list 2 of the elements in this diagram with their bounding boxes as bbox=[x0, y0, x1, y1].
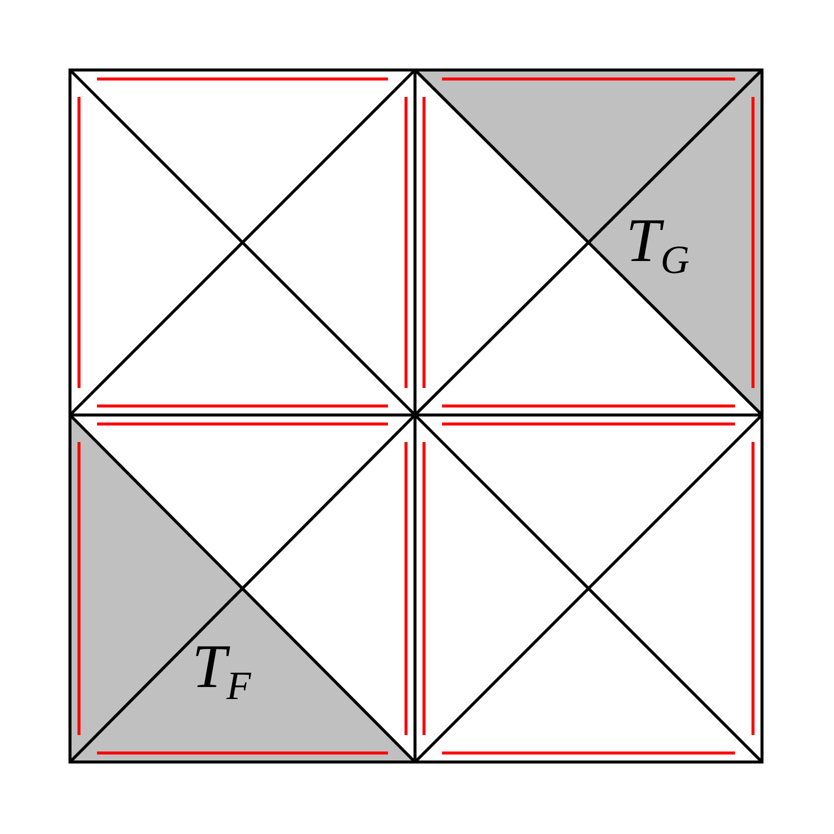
triangle-label: T$_{F}$ bbox=[192, 636, 251, 698]
triangle-label: T$_{G}$ bbox=[626, 210, 690, 272]
